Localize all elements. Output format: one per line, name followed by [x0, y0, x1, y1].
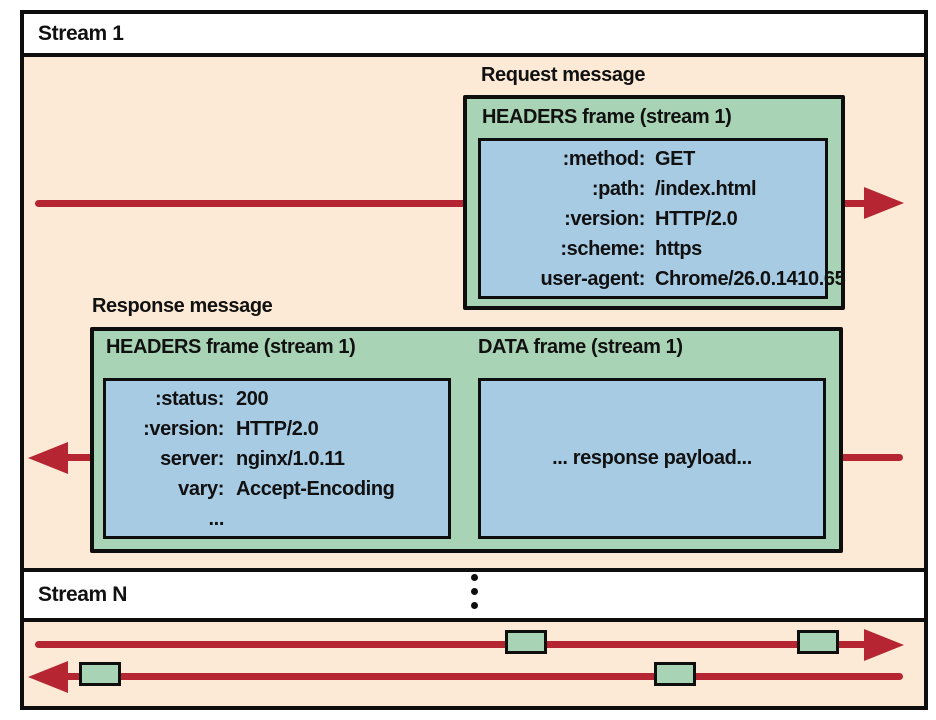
header-value — [236, 504, 448, 534]
payload-text: ... response payload... — [552, 447, 752, 469]
header-value: HTTP/2.0 — [655, 207, 738, 230]
request-arrow-line — [35, 200, 871, 207]
response-headers-list: :status: 200 :version: HTTP/2.0 server: … — [103, 378, 451, 539]
header-value: https — [655, 237, 702, 260]
header-key: :version: — [143, 417, 224, 440]
header-value: 200 — [236, 387, 269, 410]
header-key: :scheme: — [560, 237, 645, 260]
response-headers-frame-title: HEADERS frame (stream 1) — [106, 336, 356, 358]
header-value: Accept-Encoding — [236, 477, 395, 500]
header-value: GET — [655, 147, 695, 170]
stream-n-label: Stream N — [38, 583, 128, 606]
response-arrowhead-icon — [28, 442, 68, 474]
header-key: :status: — [154, 387, 224, 410]
multiplexed-request-arrowhead-icon — [864, 629, 904, 661]
header-row: :status: 200 — [106, 384, 448, 414]
stream-1-label: Stream 1 — [38, 21, 124, 45]
header-value: /index.html — [655, 177, 757, 200]
header-key: server: — [160, 447, 224, 470]
header-row: :version: HTTP/2.0 — [106, 414, 448, 444]
header-row: :path: /index.html — [481, 174, 825, 204]
vertical-ellipsis-icon — [471, 574, 478, 609]
frame-chip — [505, 630, 547, 654]
header-key: user-agent: — [540, 267, 645, 290]
request-message-label: Request message — [481, 64, 646, 86]
response-message-label: Response message — [92, 295, 273, 317]
header-key: :path: — [591, 177, 646, 200]
request-frame-title: HEADERS frame (stream 1) — [482, 106, 732, 128]
header-row: server: nginx/1.0.11 — [106, 444, 448, 474]
stream-1-band: Stream 1 — [20, 10, 928, 57]
header-row: :version: HTTP/2.0 — [481, 204, 825, 234]
frame-chip — [79, 662, 121, 686]
header-key: :version: — [564, 207, 645, 230]
request-arrowhead-icon — [864, 187, 904, 219]
header-value: Chrome/26.0.1410.65 — [655, 267, 846, 290]
header-key: ... — [208, 507, 225, 530]
multiplexed-request-arrow-line — [35, 641, 868, 648]
header-key: :method: — [562, 147, 646, 170]
header-row: vary: Accept-Encoding — [106, 474, 448, 504]
header-row: ... — [106, 504, 448, 534]
frame-chip — [654, 662, 696, 686]
header-value: HTTP/2.0 — [236, 417, 319, 440]
multiplexed-response-arrowhead-icon — [28, 661, 68, 693]
request-headers-list: :method: GET :path: /index.html :version… — [478, 138, 846, 299]
header-row: user-agent: Chrome/26.0.1410.65 — [481, 264, 845, 294]
header-row: :method: GET — [481, 144, 825, 174]
response-data-frame-title: DATA frame (stream 1) — [478, 336, 683, 358]
frame-chip — [797, 630, 839, 654]
multiplexed-streams-box — [20, 618, 928, 710]
response-data-frame-payload: ... response payload... — [478, 378, 826, 539]
header-value: nginx/1.0.11 — [236, 447, 345, 470]
header-row: :scheme: https — [481, 234, 825, 264]
header-key: vary: — [178, 477, 224, 500]
multiplexed-response-arrow-line — [62, 673, 903, 680]
